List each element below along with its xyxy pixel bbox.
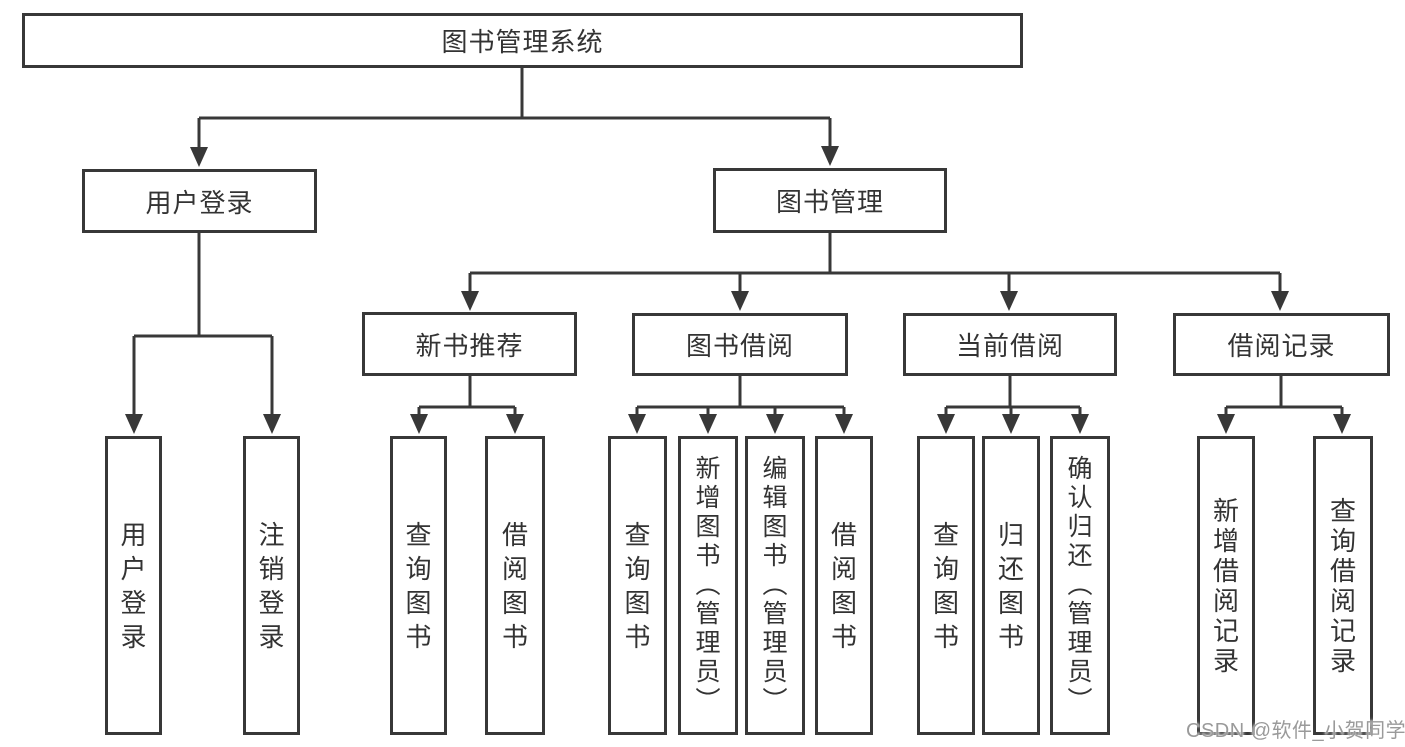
node-label: 借阅记录: [1227, 331, 1336, 361]
node-library-management-system: 图书管理系统: [22, 13, 1023, 68]
node-current-borrowing: 当前借阅: [903, 313, 1117, 376]
node-label: 新书推荐: [415, 330, 524, 361]
arrow-down-icon: [461, 291, 479, 311]
node-book-management: 图书管理: [713, 168, 947, 233]
leaf-label: 查 询 图 书: [405, 519, 432, 652]
leaf-query-books-recommend: 查 询 图 书: [390, 436, 447, 735]
node-label: 图书管理系统: [441, 27, 604, 57]
node-label: 图书管理: [775, 187, 884, 217]
arrow-down-icon: [731, 291, 749, 311]
leaf-query-borrow-record: 查 询 借 阅 记 录: [1313, 436, 1373, 735]
arrowheads: [125, 146, 1351, 434]
leaf-label: 新 增 图 书 ︵ 管 理 员 ︶: [695, 455, 721, 715]
leaf-edit-books-admin: 编 辑 图 书 ︵ 管 理 员 ︶: [745, 436, 805, 735]
arrow-down-icon: [1071, 414, 1089, 434]
arrow-down-icon: [821, 146, 839, 166]
leaf-label: 借 阅 图 书: [830, 519, 857, 652]
arrow-down-icon: [699, 414, 717, 434]
node-label: 当前借阅: [955, 331, 1064, 361]
arrow-down-icon: [937, 414, 955, 434]
arrow-down-icon: [1333, 414, 1351, 434]
leaf-query-books-borrow: 查 询 图 书: [608, 436, 667, 735]
leaf-borrow-books: 借 阅 图 书: [815, 436, 873, 735]
node-new-book-recommendation: 新书推荐: [362, 312, 577, 376]
node-user-login: 用户登录: [82, 169, 317, 233]
leaf-label: 查 询 借 阅 记 录: [1329, 495, 1356, 676]
leaf-label: 注 销 登 录: [258, 519, 285, 652]
node-label: 用户登录: [145, 187, 254, 218]
arrow-down-icon: [1000, 291, 1018, 311]
leaf-label: 查 询 图 书: [932, 519, 959, 652]
arrow-down-icon: [835, 414, 853, 434]
node-book-borrowing: 图书借阅: [632, 313, 848, 376]
leaf-query-books-current: 查 询 图 书: [917, 436, 975, 735]
leaf-label: 确 认 归 还 ︵ 管 理 员 ︶: [1067, 455, 1093, 715]
leaf-label: 新 增 借 阅 记 录: [1212, 495, 1239, 676]
arrow-down-icon: [506, 414, 524, 434]
arrow-down-icon: [190, 147, 208, 167]
leaf-label: 编 辑 图 书 ︵ 管 理 员 ︶: [762, 455, 788, 715]
arrow-down-icon: [628, 414, 646, 434]
leaf-label: 用 户 登 录: [120, 519, 147, 652]
arrow-down-icon: [125, 414, 143, 434]
arrow-down-icon: [1002, 414, 1020, 434]
arrow-down-icon: [1271, 291, 1289, 311]
leaf-borrow-books-recommend: 借 阅 图 书: [485, 436, 545, 735]
arrow-down-icon: [263, 414, 281, 434]
leaf-logout: 注 销 登 录: [243, 436, 300, 735]
node-label: 图书借阅: [685, 331, 794, 361]
arrow-down-icon: [1217, 414, 1235, 434]
leaf-add-borrow-record: 新 增 借 阅 记 录: [1197, 436, 1255, 735]
leaf-add-books-admin: 新 增 图 书 ︵ 管 理 员 ︶: [678, 436, 738, 735]
leaf-label: 查 询 图 书: [624, 519, 651, 652]
leaf-user-login: 用 户 登 录: [105, 436, 162, 735]
node-borrowing-records: 借阅记录: [1173, 313, 1390, 376]
arrow-down-icon: [766, 414, 784, 434]
watermark-csdn: CSDN @软件_小贺同学: [1186, 720, 1405, 742]
leaf-return-books: 归 还 图 书: [982, 436, 1040, 735]
arrow-down-icon: [410, 414, 428, 434]
leaf-label: 借 阅 图 书: [501, 519, 528, 652]
leaf-confirm-return-admin: 确 认 归 还 ︵ 管 理 员 ︶: [1050, 436, 1110, 735]
leaf-label: 归 还 图 书: [997, 519, 1024, 652]
